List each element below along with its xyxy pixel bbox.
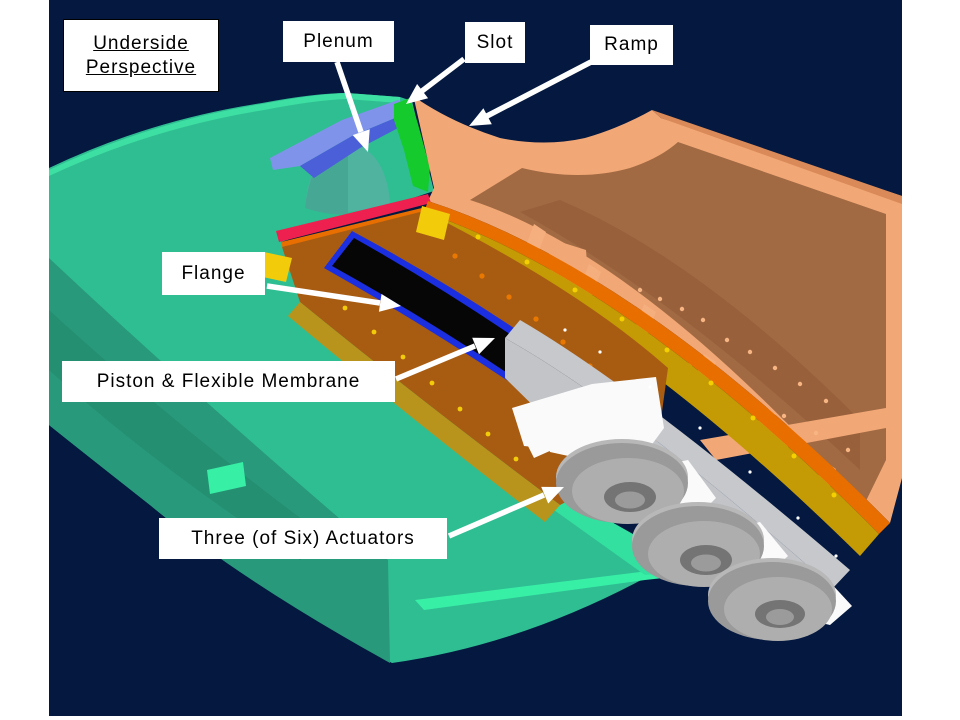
olive-lower-bar (288, 302, 560, 522)
flange-bolts-lower (342, 305, 519, 462)
gold-bar-bolts (475, 234, 837, 498)
housing-interior-shade (520, 200, 860, 470)
plenum-arrow (334, 61, 370, 152)
flange-arrow (266, 283, 401, 312)
actuators-arrow (447, 486, 564, 539)
label-slot: Slot (465, 22, 525, 63)
housing-rear-rim (652, 110, 902, 204)
teal-small-block (207, 462, 246, 494)
label-flange: Flange (162, 252, 265, 295)
actuator-3 (708, 558, 836, 641)
title-line1: Underside (93, 32, 189, 54)
red-gasket-strip (276, 194, 431, 242)
label-plenum: Plenum (283, 21, 394, 62)
rail-speckles (563, 328, 838, 558)
teal-bottom-edge-highlight (415, 572, 700, 610)
title-box: Underside Perspective (63, 19, 219, 92)
label-piston-membrane: Piston & Flexible Membrane (62, 361, 395, 402)
yellow-corner-block-top (416, 206, 450, 240)
slot-patch (394, 98, 430, 192)
plenum-dark-face (300, 116, 402, 178)
actuator-frame (505, 320, 852, 641)
callout-arrows (266, 56, 593, 539)
slot-arrow (406, 56, 466, 104)
piston-arrow (394, 337, 495, 382)
label-ramp: Ramp (590, 25, 673, 65)
actuator-1 (556, 439, 688, 524)
plenum-light-face (270, 100, 404, 170)
yellow-corner-block-left (258, 252, 292, 282)
plenum-patch (270, 100, 404, 178)
housing (413, 96, 902, 523)
title-line2: Perspective (85, 56, 197, 78)
ramp-arrow (469, 59, 593, 126)
label-actuators: Three (of Six) Actuators (159, 518, 447, 559)
